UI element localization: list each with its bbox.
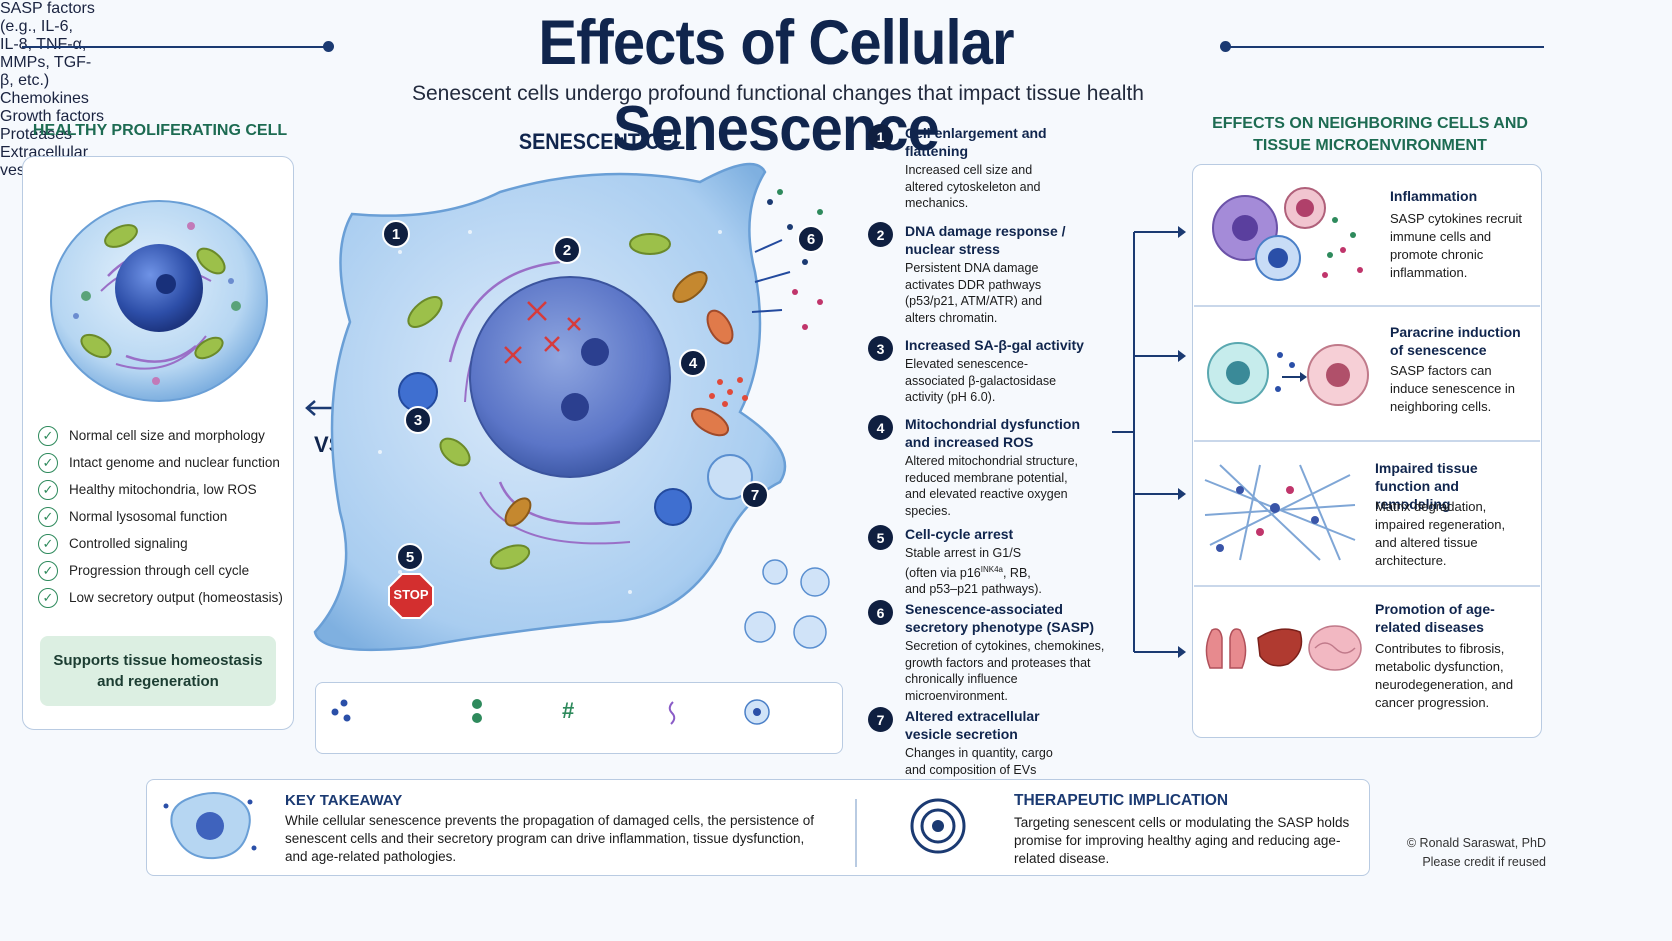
marker-7: 7 [741,481,769,509]
proteases-icon [668,701,676,725]
key-takeaway-title: KEY TAKEAWAY [285,792,403,809]
number-badge: 3 [868,336,893,361]
homeostasis-callout: Supports tissue homeostasis and regenera… [40,636,276,706]
header-rule-right [1226,46,1544,48]
number-badge: 6 [868,600,893,625]
healthy-checklist: ✓Normal cell size and morphology ✓Intact… [38,422,283,611]
effect-title: Inflammation [1390,188,1478,204]
marker-2: 2 [553,236,581,264]
list-item: 4 Mitochondrial dysfunction and increase… [868,415,1118,519]
marker-4: 4 [679,349,707,377]
stop-sign-label: STOP [393,587,429,602]
legend-sasp-examples: (e.g., IL-6, IL-8, TNF-α, MMPs, TGF-β, e… [0,18,92,89]
paracrine-illustration [1207,342,1369,406]
legend-chemokines: Chemokines [0,90,89,107]
summary-divider [855,799,857,867]
key-takeaway-text: While cellular senescence prevents the p… [285,813,815,864]
item-title: Altered extracellular vesicle secretion [905,708,1040,742]
check-icon: ✓ [38,533,58,554]
number-badge: 5 [868,525,893,550]
senescent-cell-icon [163,792,257,860]
list-item: ✓Controlled signaling [38,530,283,557]
healthy-cell-heading: HEALTHY PROLIFERATING CELL [32,122,288,139]
item-desc: Secretion of cytokines, chemokines, grow… [905,639,1105,703]
number-badge: 2 [868,222,893,247]
marker-5: 5 [396,543,424,571]
page-subtitle: Senescent cells undergo profound functio… [412,82,1144,105]
list-item: ✓Normal cell size and morphology [38,422,283,449]
list-item: 5 Cell-cycle arrest Stable arrest in G1/… [868,525,1118,598]
header-dot-right [1220,41,1231,52]
growth-factors-icon: # [562,698,575,723]
extracellular-vesicle-icon [744,699,770,725]
credit: © Ronald Saraswat, PhD Please credit if … [1406,836,1546,869]
item-title: Cell enlargement and flattening [905,125,1047,159]
effect-desc: SASP factors can induce senescence in ne… [1390,363,1516,414]
number-badge: 4 [868,415,893,440]
stop-sign-icon [388,573,434,619]
list-item: ✓Progression through cell cycle [38,557,283,584]
number-badge: 1 [868,124,893,149]
check-icon: ✓ [38,506,58,527]
effects-heading: EFFECTS ON NEIGHBORING CELLS AND TISSUE … [1212,115,1528,154]
list-item: ✓Normal lysosomal function [38,503,283,530]
item-title: Cell-cycle arrest [905,526,1014,542]
senescent-cell-illustration [313,162,830,652]
item-title: Mitochondrial dysfunction and increased … [905,416,1080,450]
effect-title: Impaired tissue function and remodeling [1375,460,1478,512]
item-title: DNA damage response / nuclear stress [905,223,1066,257]
header-dot-left [323,41,334,52]
therapeutic-title: THERAPEUTIC IMPLICATION [1014,792,1229,809]
effect-desc: Matrix degradation, impaired regeneratio… [1375,499,1506,568]
organs-illustration [1205,625,1362,671]
list-item: ✓Intact genome and nuclear function [38,449,283,476]
marker-6: 6 [797,225,825,253]
effect-title: Paracrine induction of senescence [1390,324,1521,358]
item-desc: Altered mitochondrial structure, reduced… [905,454,1078,518]
check-icon: ✓ [38,425,58,446]
check-icon: ✓ [38,452,58,473]
item-desc: Increased cell size and altered cytoskel… [905,163,1041,210]
number-badge: 7 [868,707,893,732]
list-item: 1 Cell enlargement and flattening Increa… [868,124,1118,212]
list-item: 3 Increased SA-β-gal activity Elevated s… [868,336,1118,406]
effect-desc: SASP cytokines recruit immune cells and … [1390,211,1522,280]
panel-divider [1194,305,1540,307]
target-icon [910,798,966,854]
item-desc: Elevated senescence-associated β-galacto… [905,357,1057,404]
panel-divider [1194,585,1540,587]
panel-divider [1194,440,1540,442]
effect-desc: Contributes to fibrosis, metabolic dysfu… [1375,641,1514,710]
legend-growth-factors: Growth factors [0,108,105,125]
list-item: ✓Healthy mitochondria, low ROS [38,476,283,503]
therapeutic-text: Targeting senescent cells or modulating … [1014,815,1350,866]
tissue-matrix-illustration [1204,464,1356,561]
marker-1: 1 [382,220,410,248]
summary-box [146,779,1370,876]
item-title: Increased SA-β-gal activity [905,337,1084,353]
legend-proteases: Proteases [0,126,73,143]
sasp-dots-icon [331,699,351,722]
list-item: 2 DNA damage response / nuclear stress P… [868,222,1118,326]
effect-title: Promotion of age-related diseases [1375,601,1495,635]
senescent-cell-heading: SENESCENT CELL [518,129,698,154]
check-icon: ✓ [38,479,58,500]
check-icon: ✓ [38,560,58,581]
legend-sasp: SASP factors [0,0,95,17]
item-desc: Stable arrest in G1/S (often via p16INK4… [905,546,1042,597]
chemokines-icon [472,699,482,723]
header-rule-left [22,46,328,48]
check-icon: ✓ [38,587,58,608]
marker-3: 3 [404,406,432,434]
immune-cells-illustration [1212,187,1363,281]
list-item: ✓Low secretory output (homeostasis) [38,584,283,611]
item-desc: Persistent DNA damage activates DDR path… [905,261,1043,325]
healthy-cell-illustration [50,200,268,402]
item-title: Senescence-associated secretory phenotyp… [905,601,1095,635]
bracket-arrows [1112,226,1186,658]
list-item: 6 Senescence-associated secretory phenot… [868,600,1118,704]
